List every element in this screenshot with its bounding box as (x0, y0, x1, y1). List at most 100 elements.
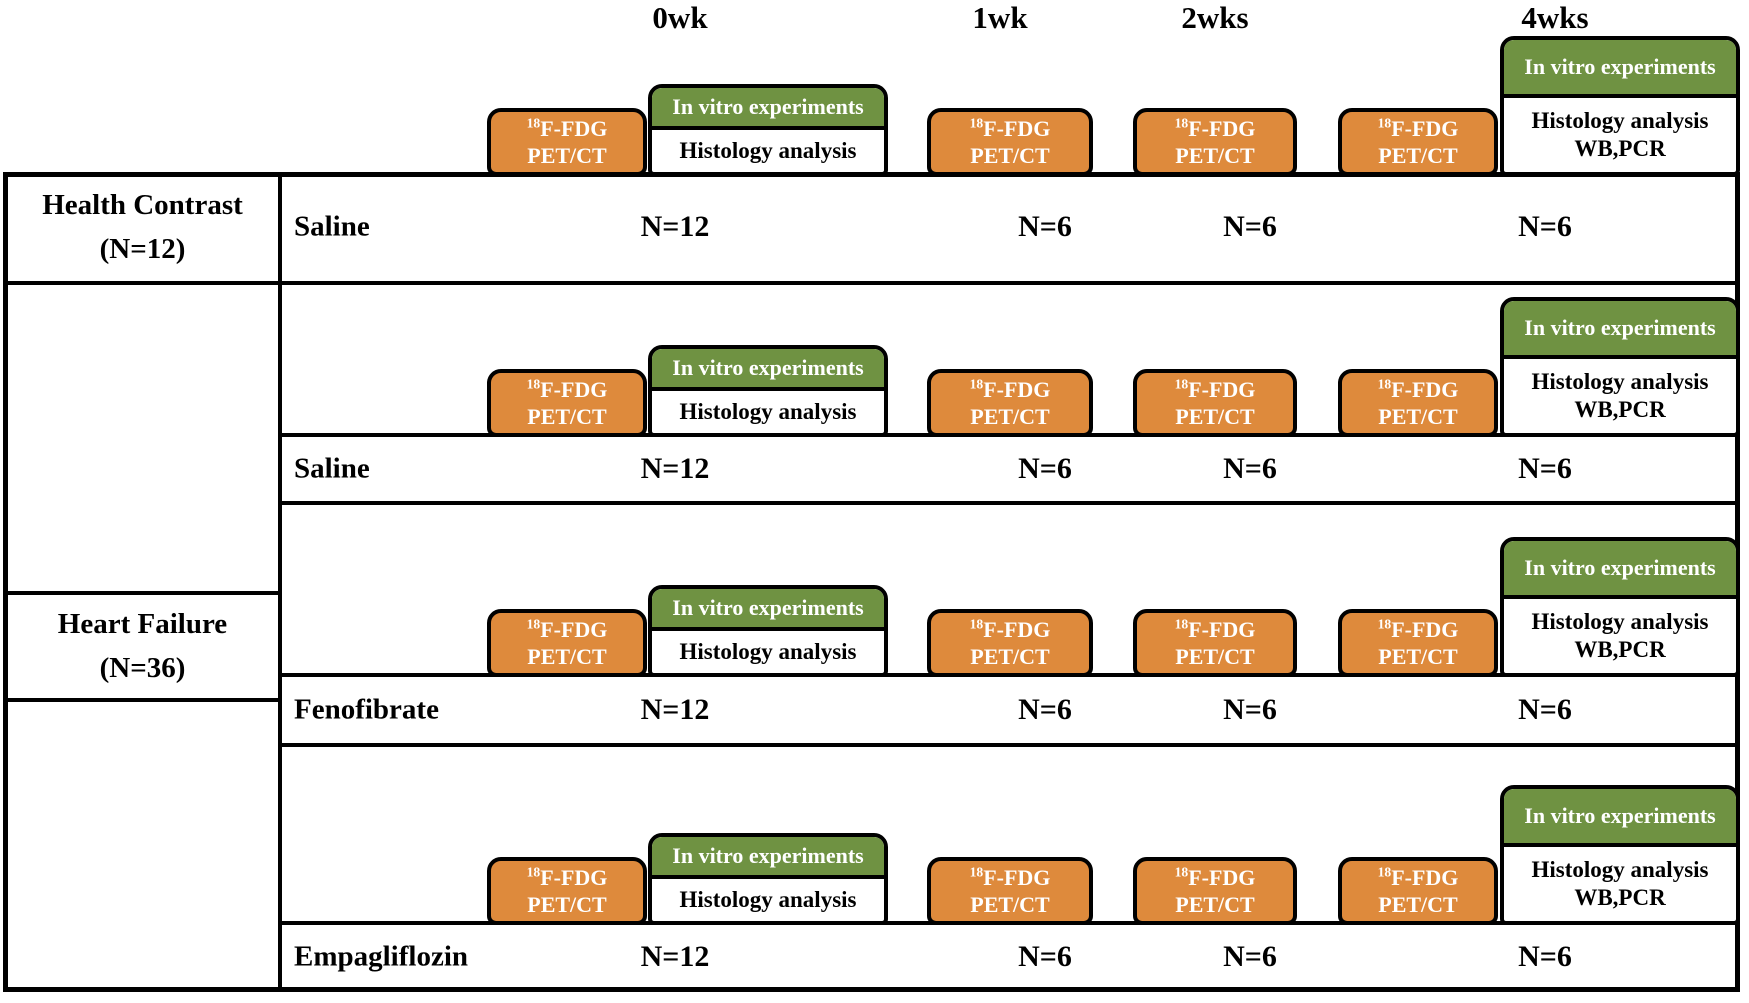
petct-line1: 18F-FDG (526, 616, 608, 642)
petct-box-0wk: 18F-FDG PET/CT (487, 857, 647, 925)
n-count-1wk: N=6 (1018, 209, 1072, 243)
timepoint-label-0wk: 0wk (652, 0, 708, 35)
row-divider-line (280, 501, 1740, 505)
petct-line1: 18F-FDG (1377, 616, 1459, 642)
invitro-header: In vitro experiments (1504, 789, 1736, 847)
petct-box-1wk: 18F-FDG PET/CT (927, 369, 1093, 437)
n-count-4wks: N=6 (1518, 209, 1572, 243)
petct-line1: 18F-FDG (1377, 115, 1459, 141)
petct-line2: PET/CT (970, 404, 1050, 429)
isotope-superscript: 18 (1174, 864, 1189, 880)
isotope-superscript: 18 (526, 115, 541, 131)
invitro-box-4wks: In vitro experiments Histology analysis … (1500, 297, 1740, 437)
histology-label: Histology analysis (1531, 369, 1709, 395)
n-count-0wk: N=12 (640, 209, 710, 243)
petct-line2: PET/CT (1378, 644, 1458, 669)
histology-label: Histology analysis (679, 887, 857, 913)
petct-line1: 18F-FDG (526, 864, 608, 890)
petct-line1: 18F-FDG (1377, 376, 1459, 402)
isotope-superscript: 18 (1174, 616, 1189, 632)
isotope-superscript: 18 (969, 864, 984, 880)
histology-label: Histology analysis (1531, 108, 1709, 134)
n-count-2wks: N=6 (1223, 693, 1277, 726)
invitro-box-0wk: In vitro experiments Histology analysis (648, 833, 888, 925)
group-cell-health-contrast: Health Contrast (N=12) (7, 176, 278, 279)
n-count-2wks: N=6 (1223, 209, 1277, 243)
group-cell-heart-failure: Heart Failure (N=36) (7, 597, 278, 696)
isotope-superscript: 18 (969, 376, 984, 392)
n-count-4wks: N=6 (1518, 939, 1572, 973)
petct-line1: 18F-FDG (1174, 115, 1256, 141)
histology-label: Histology analysis (1531, 857, 1709, 883)
left-cell-divider-line (3, 591, 282, 595)
histology-label: Histology analysis (679, 399, 857, 425)
treatment-row-saline-1: Saline N=12 N=6 N=6 N=6 (282, 172, 1740, 281)
petct-line2: PET/CT (527, 404, 607, 429)
petct-line2: PET/CT (527, 143, 607, 168)
n-count-0wk: N=12 (640, 693, 710, 726)
row-divider-line (280, 743, 1740, 747)
petct-line1: 18F-FDG (1174, 864, 1256, 890)
petct-line2: PET/CT (1175, 404, 1255, 429)
petct-line2: PET/CT (1175, 892, 1255, 917)
row-divider-line-full (3, 281, 1740, 285)
treatment-label: Saline (294, 452, 370, 485)
petct-line2: PET/CT (1175, 644, 1255, 669)
petct-box-4wks: 18F-FDG PET/CT (1338, 857, 1498, 925)
petct-line2: PET/CT (1378, 404, 1458, 429)
petct-box-0wk: 18F-FDG PET/CT (487, 369, 647, 437)
invitro-box-0wk: In vitro experiments Histology analysis (648, 585, 888, 677)
treatment-row-fenofibrate: Fenofibrate N=12 N=6 N=6 N=6 (282, 677, 1740, 743)
group-n-count: (N=12) (99, 232, 186, 265)
petct-line2: PET/CT (1378, 892, 1458, 917)
petct-line1: 18F-FDG (969, 616, 1051, 642)
petct-line1: 18F-FDG (1174, 616, 1256, 642)
invitro-header: In vitro experiments (1504, 541, 1736, 599)
petct-box-2wks: 18F-FDG PET/CT (1133, 369, 1297, 437)
petct-box-1wk: 18F-FDG PET/CT (927, 609, 1093, 677)
isotope-superscript: 18 (969, 616, 984, 632)
petct-box-4wks: 18F-FDG PET/CT (1338, 108, 1498, 176)
invitro-header: In vitro experiments (652, 589, 884, 631)
left-cell-divider-line (3, 698, 282, 702)
event-row-saline-2: 18F-FDG PET/CT In vitro experiments Hist… (0, 292, 1749, 437)
n-count-1wk: N=6 (1018, 939, 1072, 973)
invitro-header: In vitro experiments (1504, 40, 1736, 98)
petct-line1: 18F-FDG (969, 376, 1051, 402)
event-row-fenofibrate: 18F-FDG PET/CT In vitro experiments Hist… (0, 532, 1749, 677)
petct-box-2wks: 18F-FDG PET/CT (1133, 609, 1297, 677)
petct-box-2wks: 18F-FDG PET/CT (1133, 857, 1297, 925)
n-count-0wk: N=12 (640, 939, 710, 973)
n-count-1wk: N=6 (1018, 693, 1072, 726)
wbpcr-label: WB,PCR (1574, 397, 1666, 422)
n-count-2wks: N=6 (1223, 452, 1277, 485)
petct-box-1wk: 18F-FDG PET/CT (927, 108, 1093, 176)
treatment-row-empagliflozin: Empagliflozin N=12 N=6 N=6 N=6 (282, 925, 1740, 988)
isotope-superscript: 18 (1377, 115, 1392, 131)
petct-line2: PET/CT (970, 143, 1050, 168)
wbpcr-label: WB,PCR (1574, 136, 1666, 161)
petct-box-2wks: 18F-FDG PET/CT (1133, 108, 1297, 176)
histology-label: Histology analysis (679, 138, 857, 164)
event-row-saline-1: 18F-FDG PET/CT In vitro experiments Hist… (0, 31, 1749, 176)
group-name: Heart Failure (57, 608, 228, 640)
treatment-label: Empagliflozin (294, 940, 469, 972)
invitro-header: In vitro experiments (652, 837, 884, 879)
wbpcr-label: WB,PCR (1574, 885, 1666, 910)
isotope-superscript: 18 (526, 376, 541, 392)
n-count-1wk: N=6 (1018, 452, 1072, 485)
invitro-box-4wks: In vitro experiments Histology analysis … (1500, 537, 1740, 677)
invitro-box-4wks: In vitro experiments Histology analysis … (1500, 36, 1740, 176)
isotope-superscript: 18 (1377, 376, 1392, 392)
n-count-4wks: N=6 (1518, 693, 1572, 726)
histology-label: Histology analysis (1531, 609, 1709, 635)
petct-line1: 18F-FDG (969, 115, 1051, 141)
petct-box-0wk: 18F-FDG PET/CT (487, 108, 647, 176)
petct-line2: PET/CT (1378, 143, 1458, 168)
timepoint-label-4wks: 4wks (1521, 0, 1589, 35)
isotope-superscript: 18 (526, 616, 541, 632)
petct-line2: PET/CT (1175, 143, 1255, 168)
petct-line2: PET/CT (970, 644, 1050, 669)
isotope-superscript: 18 (969, 115, 984, 131)
